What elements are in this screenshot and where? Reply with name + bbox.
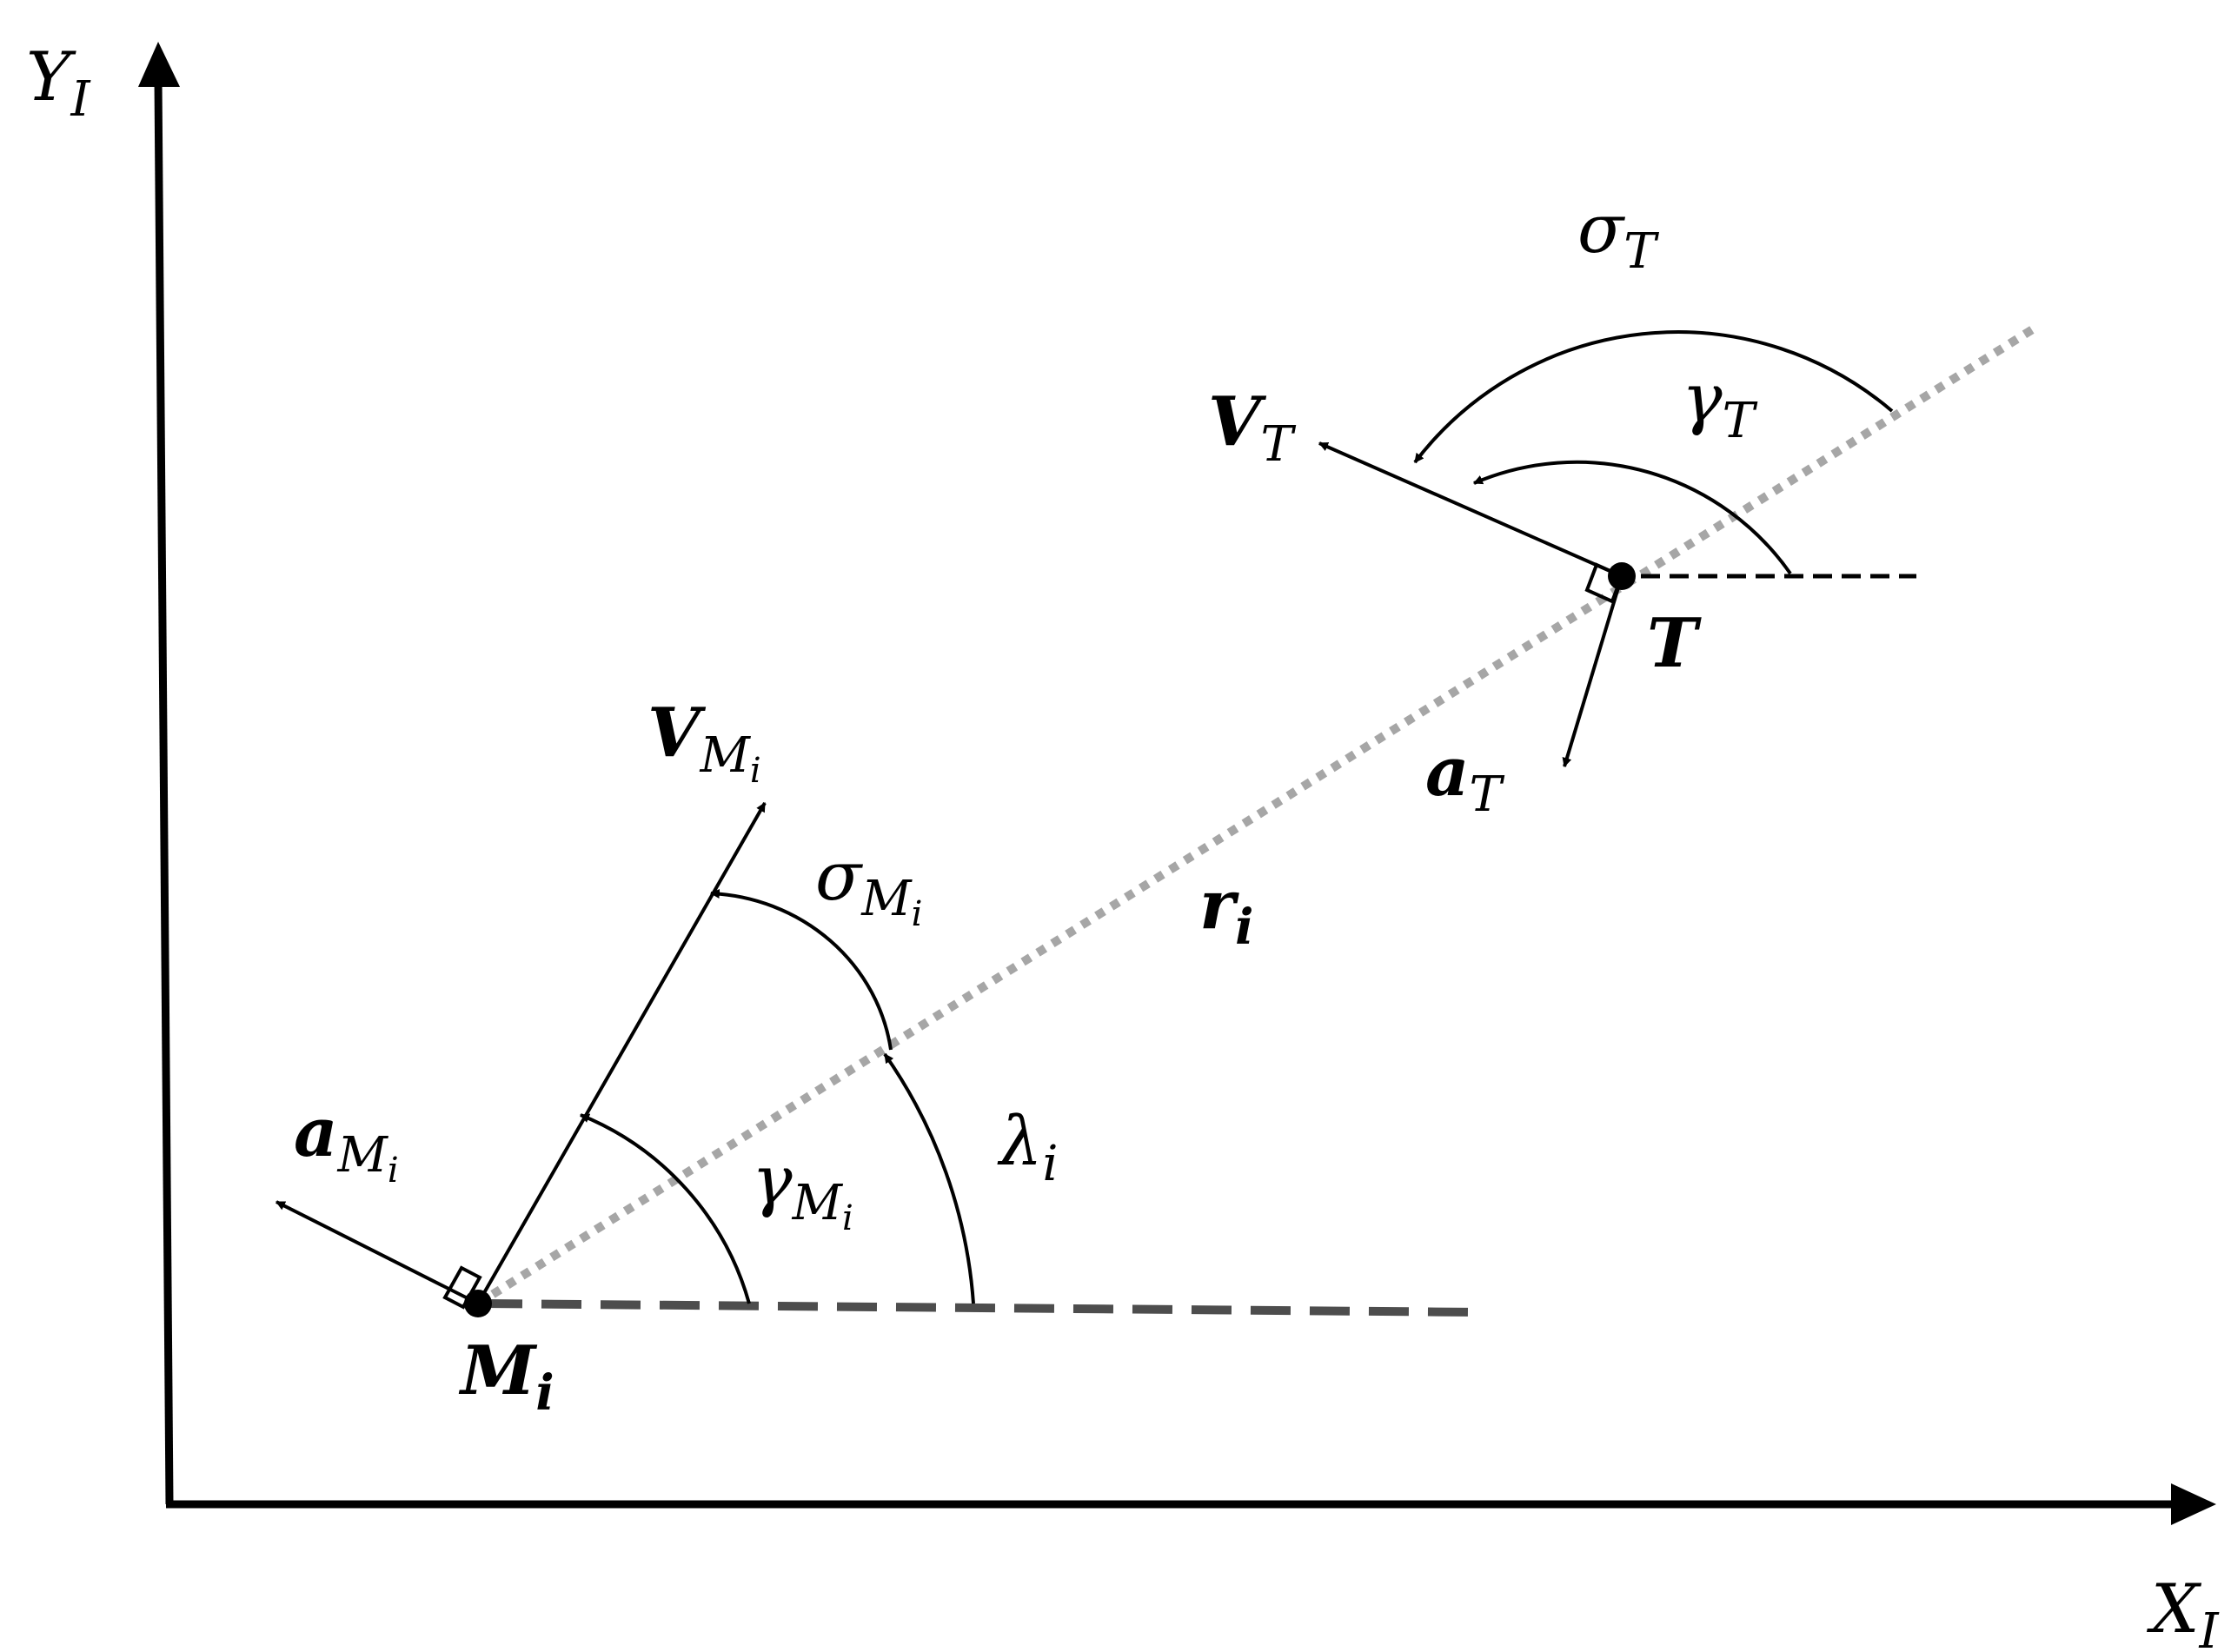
missile-acceleration-label: aMi	[294, 1093, 399, 1191]
y-axis-label: YI	[26, 38, 92, 128]
target-flight-path-angle-label: γT	[1682, 360, 1758, 449]
missile-lead-angle-arc	[709, 888, 893, 1051]
missile-velocity-label: VMi	[647, 693, 761, 791]
missile-point	[464, 1290, 492, 1317]
missile-reference-line	[481, 1299, 1478, 1317]
x-axis-arrowhead	[2171, 1483, 2216, 1525]
range-label: ri	[1199, 866, 1253, 956]
x-axis-label: XI	[2146, 1570, 2221, 1652]
target-point	[1608, 562, 1636, 590]
target-acceleration-label: aT	[1425, 733, 1505, 823]
missile-velocity-vector	[476, 802, 767, 1304]
target-right-angle-marker	[1584, 562, 1624, 604]
missile-lead-angle-label: σMi	[815, 838, 922, 934]
target-velocity-vector	[1318, 441, 1623, 578]
missile-label: Mi	[458, 1331, 554, 1422]
y-axis-arrowhead	[138, 42, 180, 87]
line-of-sight	[475, 322, 2041, 1308]
inertial-axes	[138, 42, 2216, 1525]
target-label: T	[1647, 604, 1702, 683]
target-acceleration-vector	[1562, 575, 1623, 768]
missile-flight-path-angle-label: γMi	[752, 1142, 853, 1238]
y-axis	[154, 79, 174, 1505]
target-lead-angle-label: σT	[1577, 190, 1659, 280]
los-angle-arc	[883, 1052, 975, 1304]
target-flight-path-angle-arc	[1472, 460, 1792, 575]
target-velocity-label: VT	[1208, 382, 1297, 473]
missile-flight-path-angle-arc	[579, 1113, 751, 1304]
los-angle-label: λi	[997, 1103, 1058, 1192]
target-lead-angle-arc	[1413, 330, 1894, 464]
missile-acceleration-vector	[276, 1200, 479, 1305]
